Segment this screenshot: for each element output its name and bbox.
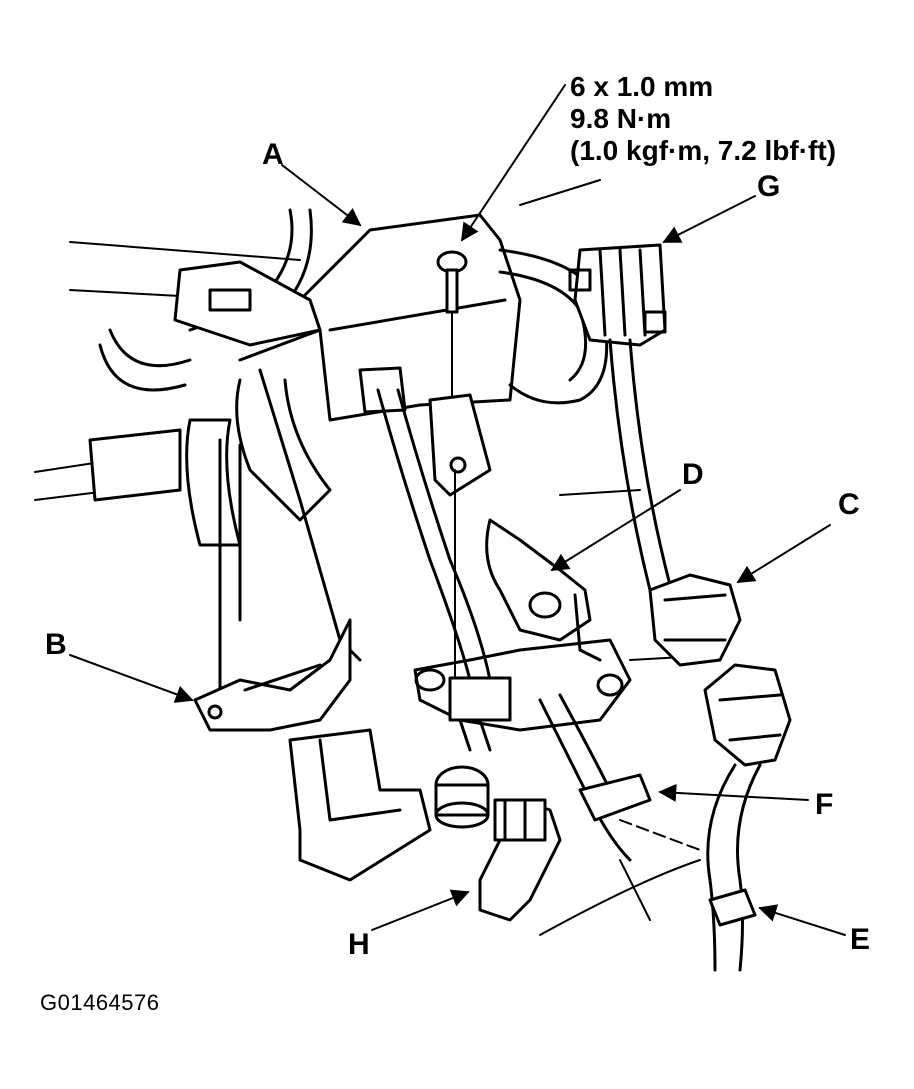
arrow-d	[550, 490, 680, 570]
clip-f	[540, 695, 650, 860]
arrow-c	[736, 525, 830, 582]
connector-g	[500, 245, 665, 403]
arrow-a	[282, 165, 362, 227]
callout-h: H	[348, 928, 370, 961]
central-harness	[378, 390, 510, 750]
bracket-b	[195, 620, 430, 880]
callout-b: B	[45, 628, 67, 661]
connector-d	[487, 520, 600, 660]
left-arm-bracket	[90, 370, 360, 690]
figure-id: G01464576	[40, 990, 160, 1015]
callout-e: E	[850, 923, 871, 956]
cable-to-c	[610, 340, 670, 590]
arrow-b	[70, 655, 194, 703]
mount-plate	[415, 640, 630, 730]
callout-g: G	[757, 170, 781, 203]
bracket-a	[175, 215, 520, 420]
arrow-g	[662, 196, 755, 242]
bolt	[430, 252, 490, 680]
callout-f: F	[815, 788, 834, 821]
callout-arrows	[70, 85, 845, 935]
connector-c	[650, 575, 740, 665]
connector-h	[436, 767, 560, 920]
torque-alt-label: (1.0 kgf·m, 7.2 lbf·ft)	[570, 135, 837, 166]
callout-d: D	[682, 458, 704, 491]
arrow-f	[658, 783, 808, 802]
bolt-size-label: 6 x 1.0 mm	[570, 71, 714, 102]
connector-e	[705, 665, 790, 970]
arrow-h	[372, 889, 470, 930]
arrow-spec	[462, 85, 565, 242]
arrow-e	[758, 904, 845, 935]
torque-nm-label: 9.8 N·m	[570, 103, 672, 134]
callout-c: C	[838, 488, 860, 521]
callout-a: A	[262, 138, 284, 171]
